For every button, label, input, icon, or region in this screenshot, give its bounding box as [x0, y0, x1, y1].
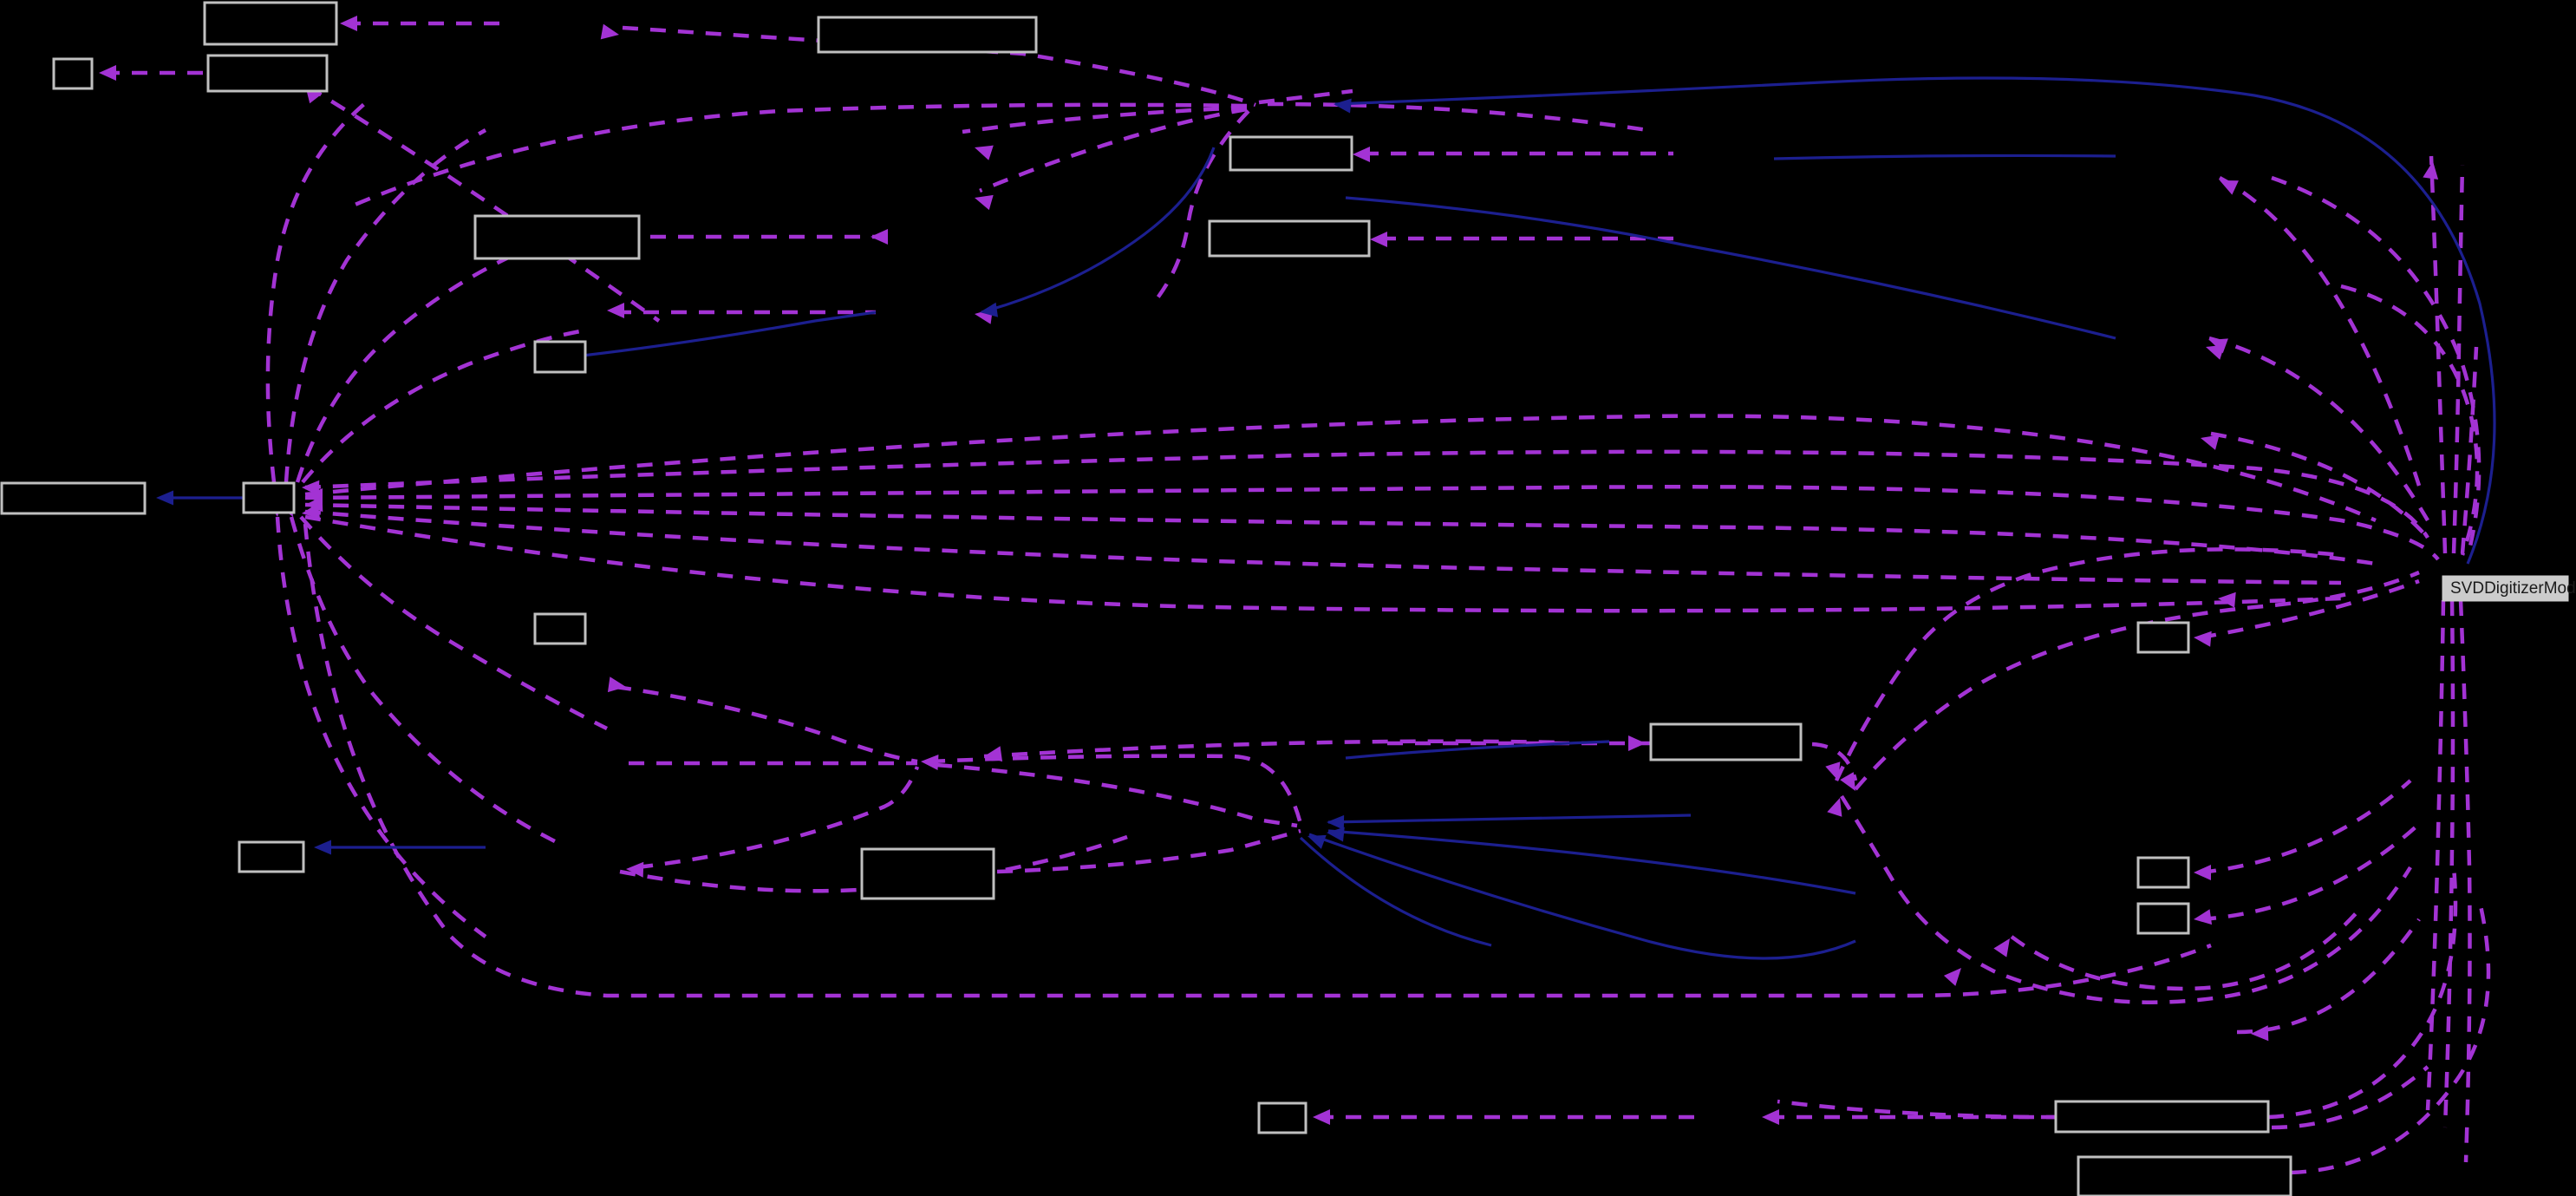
usage-arrowheads [99, 16, 2441, 1180]
focus-node-svddigitizermodule[interactable]: SVDDigitizerModule [2442, 575, 2576, 602]
node-n7[interactable] [1208, 219, 1371, 258]
node-n2[interactable] [817, 16, 1038, 54]
node-n3[interactable] [52, 57, 94, 90]
node-n15[interactable] [860, 847, 995, 900]
graph-nodes [0, 1, 2292, 1196]
node-n8[interactable] [533, 340, 587, 374]
node-n5[interactable] [1229, 135, 1353, 172]
node-n17[interactable] [2136, 902, 2190, 935]
node-n18[interactable] [1257, 1101, 1308, 1134]
focus-node-label: SVDDigitizerModule [2450, 579, 2576, 598]
node-n20[interactable] [2077, 1155, 2292, 1196]
node-n11[interactable] [533, 612, 587, 645]
usage-edges [104, 21, 2491, 1175]
node-n12[interactable] [2136, 621, 2190, 654]
node-n10[interactable] [242, 481, 296, 514]
node-n13[interactable] [1649, 722, 1803, 761]
node-n19[interactable] [2054, 1100, 2270, 1134]
node-n9[interactable] [0, 481, 147, 515]
node-n1[interactable] [203, 1, 338, 46]
node-n14[interactable] [238, 840, 305, 873]
node-n16[interactable] [2136, 856, 2190, 889]
node-n6[interactable] [473, 214, 641, 260]
inheritance-edges [161, 76, 2496, 960]
node-n4[interactable] [206, 54, 329, 93]
